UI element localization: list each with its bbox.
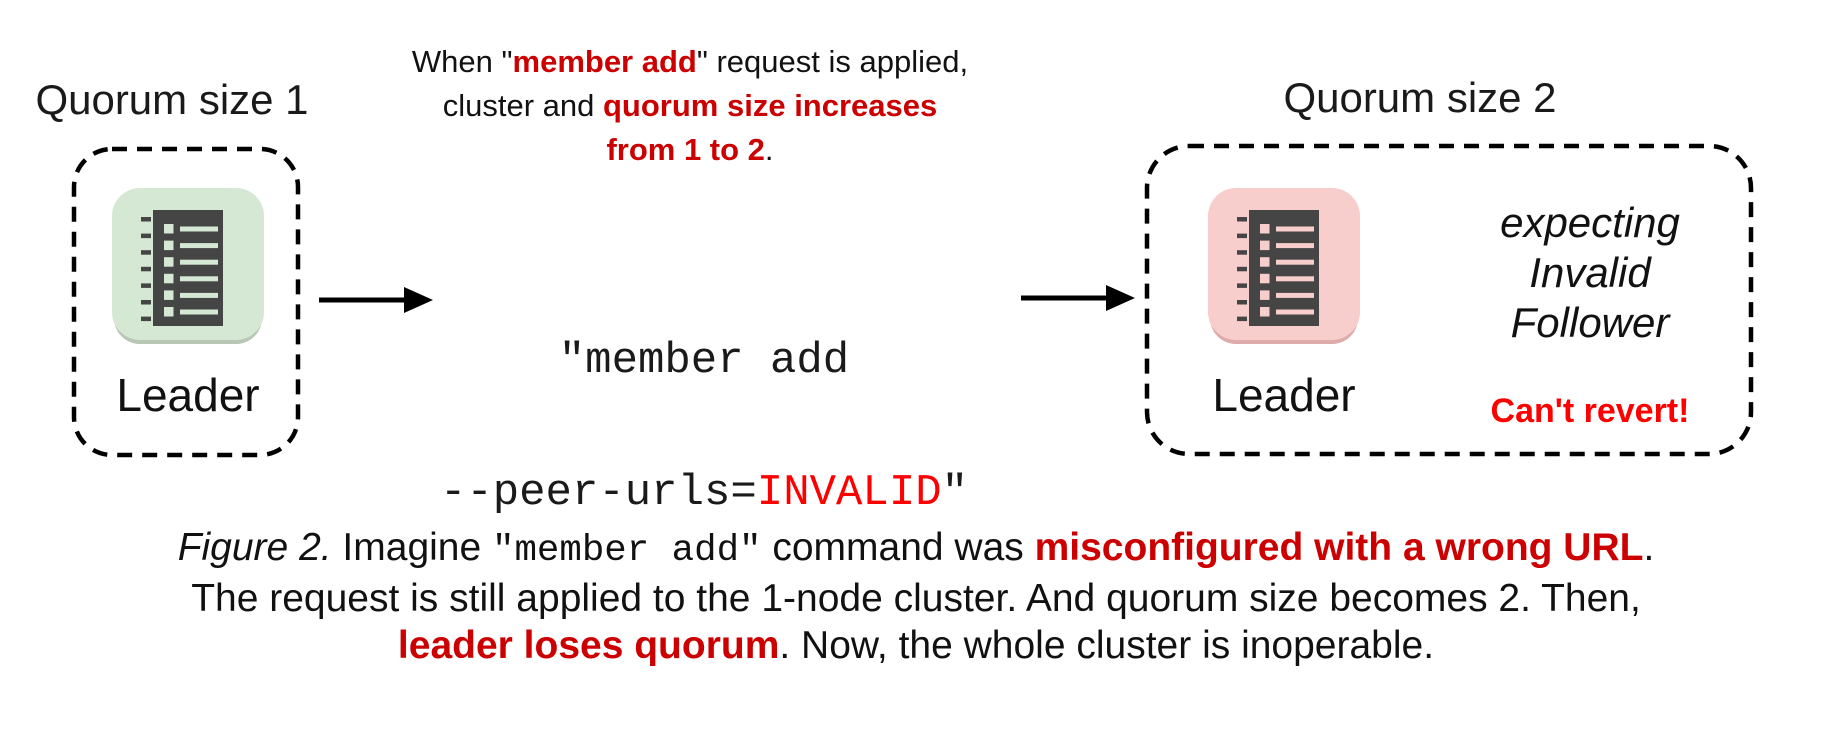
annotation-line-2: cluster and quorum size increases [338,84,1042,128]
text-segment: "member add" [492,530,762,572]
figure-caption: Figure 2. Imagine "member add" command w… [0,524,1832,669]
text-segment: command was [761,526,1035,569]
left-group-heading: Quorum size 1 [35,76,309,123]
expecting-line-1: expecting [1500,199,1680,246]
text-segment: --peer-urls= [439,468,757,518]
expecting-line-2: Invalid [1529,249,1651,296]
text-segment: INVALID [756,468,942,518]
command-line-2: --peer-urls=INVALID" [398,471,1010,515]
text-segment: misconfigured with a wrong URL [1034,526,1644,569]
text-segment: . Now, the whole cluster is inoperable. [779,624,1435,667]
text-segment: "member add [558,336,850,386]
expecting-line-3: Follower [1510,299,1670,346]
command-line-1: "member add [398,339,1010,383]
caption-line-3: leader loses quorum. Now, the whole clus… [0,622,1832,669]
text-segment: . [764,132,774,167]
text-segment: quorum size increases [603,88,938,123]
text-segment: The request is still applied to the 1-no… [191,577,1641,620]
text-segment: cluster and [442,88,603,123]
text-segment: When " [411,44,513,79]
expecting-invalid-follower-text: expecting Invalid Follower [1365,198,1815,348]
arrow-right-icon [319,287,433,313]
annotation-line-3: from 1 to 2. [338,128,1042,172]
raft-log-icon [1208,188,1360,340]
text-segment: " request is applied, [696,44,969,79]
raft-log-glyph [1237,210,1319,326]
text-segment: . [1643,526,1655,569]
right-cluster-dashed-box [1144,143,1754,457]
arrow-right-icon [1021,285,1135,311]
text-segment: member add [512,44,697,79]
right-node-label: Leader [1212,369,1356,421]
command-text: "member add --peer-urls=INVALID" [398,251,1010,603]
text-segment: leader loses quorum [397,624,780,667]
text-segment: Figure 2. [177,526,332,569]
annotation-line-1: When "member add" request is applied, [338,40,1042,84]
raft-log-icon [112,188,264,340]
text-segment: Imagine [331,526,493,569]
right-group-heading: Quorum size 2 [1283,74,1557,121]
left-node-label: Leader [116,369,260,421]
raft-log-glyph [141,210,223,326]
annotation-text: When "member add" request is applied, cl… [338,40,1042,172]
text-segment: " [941,468,969,518]
caption-line-1: Figure 2. Imagine "member add" command w… [0,524,1832,575]
cant-revert-warning: Can't revert! [1490,392,1690,430]
text-segment: from 1 to 2 [606,132,765,167]
caption-line-2: The request is still applied to the 1-no… [0,575,1832,622]
